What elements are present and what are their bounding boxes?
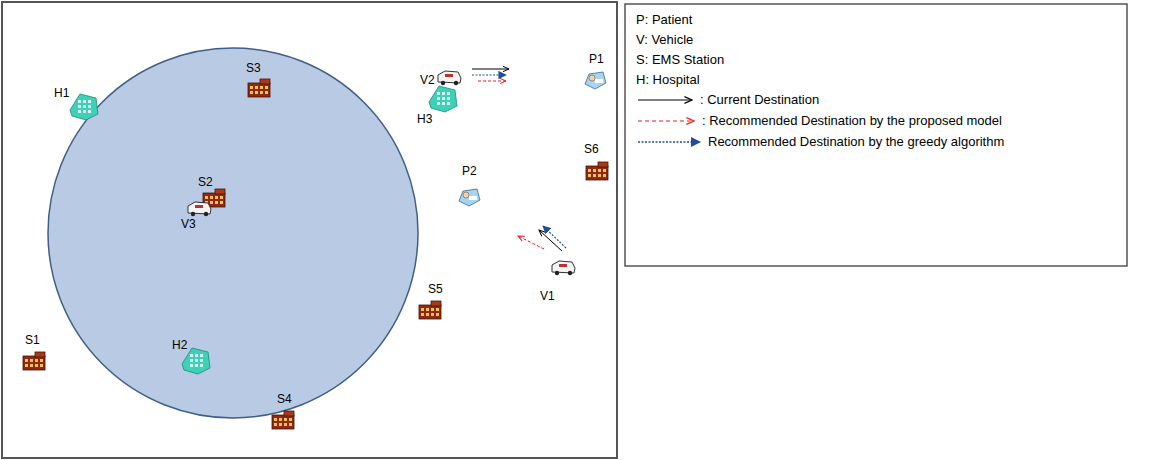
proposed-arrow [478,81,506,82]
legend-text: Recommended Destination by the greedy al… [708,134,1004,150]
current-arrow [472,69,509,70]
map-label: S2 [198,175,213,189]
ems-station-icon [586,162,608,180]
legend-text: P: Patient [636,12,692,28]
map-label: P2 [462,164,477,178]
legend-text: : Current Destination [700,92,819,108]
map-label: P1 [589,52,604,66]
ems-station-icon [23,352,45,370]
map-label: S5 [428,282,443,296]
map-label: H1 [54,86,69,100]
legend-samples [638,100,700,142]
map-label: V3 [181,217,196,231]
greedy-arrow [543,226,566,248]
ems-station-icon [272,411,294,429]
destination-arrows [472,69,566,251]
legend-line-sample [638,141,700,143]
legend-line-sample [638,99,692,100]
legend-text: V: Vehicle [636,32,693,48]
legend-text: H: Hospital [636,72,700,88]
greedy-arrow [472,74,506,75]
map-label: S4 [277,392,292,406]
legend-text: S: EMS Station [636,52,724,68]
map-label: S1 [25,333,40,347]
patient-icon [585,72,606,89]
map-label: S6 [584,142,599,156]
hospital-icon [429,86,457,112]
legend-frame [625,4,1127,266]
vehicle-icon [438,71,461,85]
vehicle-icon [552,261,575,275]
ems-station-icon [248,79,270,97]
proposed-arrow [518,236,544,249]
coverage-circle [48,48,418,418]
vehicle-icon [188,202,211,216]
map-frame [2,2,617,458]
patient-icon [459,189,480,206]
hospital-icon [70,94,98,120]
legend-line-sample [638,120,694,121]
map-label: H2 [172,338,187,352]
map-label: V1 [540,289,555,303]
map-label: S3 [246,61,261,75]
map-label: H3 [417,112,432,126]
ems-station-icon [419,301,441,319]
map-label: V2 [420,73,435,87]
legend-text: : Recommended Destination by the propose… [702,113,1002,129]
